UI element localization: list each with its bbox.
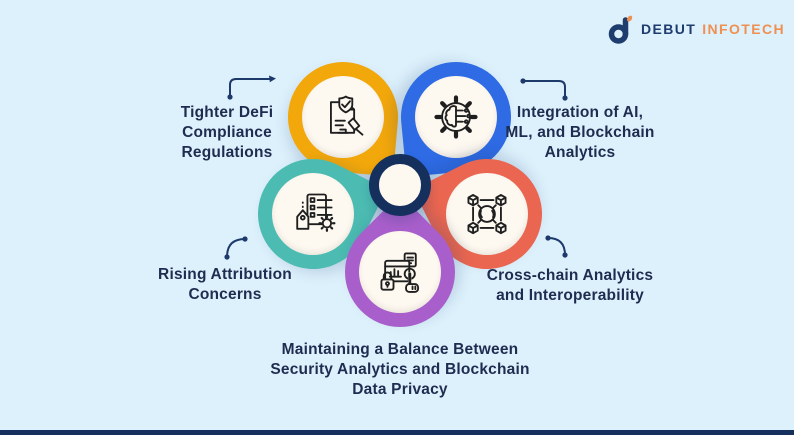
label-cross-chain: Cross-chain Analytics and Interoperabili…: [486, 267, 654, 304]
petal-inner-circle: [302, 76, 384, 158]
blockchain-network-cubes-icon: [467, 194, 507, 235]
petal-inner-circle: [359, 231, 441, 313]
connector-top-right: [520, 78, 568, 101]
brand-logo: DEBUT INFOTECH: [604, 13, 785, 45]
connector-bottom-right: [545, 235, 568, 258]
connector-top-left: [227, 75, 276, 100]
brand-name: DEBUT INFOTECH: [641, 21, 785, 37]
petal-cross-chain: [413, 140, 561, 288]
petal-ai-ml-analytics: [395, 56, 517, 178]
petal-attribution-concerns: [239, 140, 387, 288]
label-defi-compliance: Tighter DeFi Compliance Regulations: [180, 104, 274, 161]
petal-defi-compliance: [283, 57, 403, 177]
petal-inner-circle: [415, 76, 497, 158]
connector-bottom-left: [224, 236, 248, 260]
footer-accent-bar: [0, 430, 794, 435]
ai-brain-gear-icon: [434, 95, 478, 139]
brand-second-word: INFOTECH: [702, 21, 785, 37]
flower-center-ring: [369, 154, 431, 216]
checklist-tag-gear-icon: [296, 193, 336, 232]
debut-infotech-logo-icon: [608, 15, 633, 44]
petal-privacy-balance: [322, 194, 478, 350]
brand-first-word: DEBUT: [641, 21, 697, 37]
compliance-document-gavel-icon: [330, 95, 364, 136]
petal-inner-circle: [446, 173, 528, 255]
label-ai-ml-analytics: Integration of AI, ML, and Blockchain An…: [505, 104, 655, 161]
security-analytics-lock-icon: [380, 252, 420, 293]
label-attribution-concerns: Rising Attribution Concerns: [158, 266, 292, 303]
label-privacy-balance: Maintaining a Balance Between Security A…: [270, 341, 530, 398]
petal-inner-circle: [272, 173, 354, 255]
